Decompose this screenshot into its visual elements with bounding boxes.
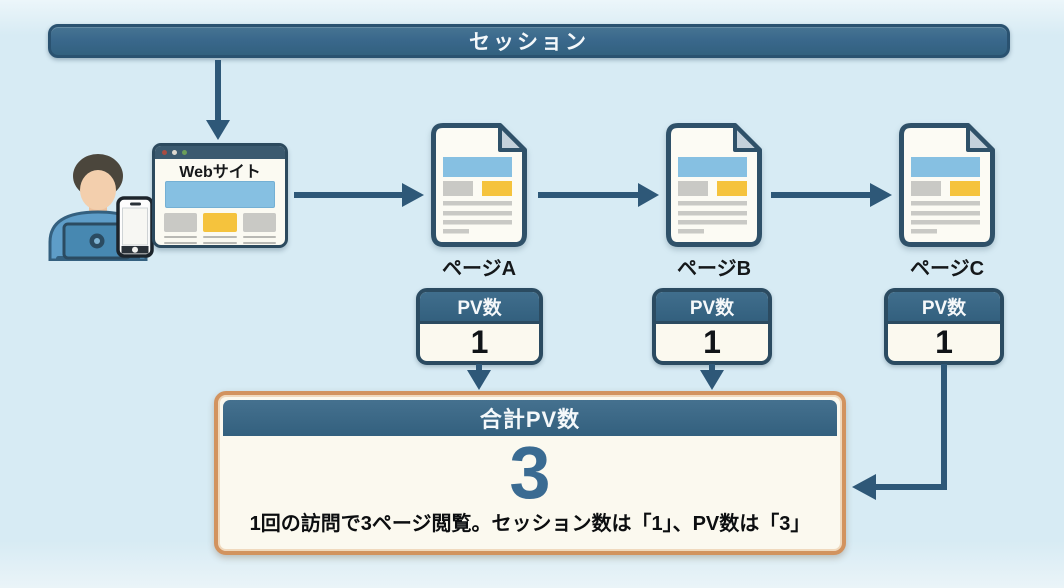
document-icon xyxy=(431,123,527,247)
text-line xyxy=(243,248,276,249)
website-column xyxy=(164,213,198,249)
website-content-columns xyxy=(164,213,276,249)
website-title: Webサイト xyxy=(179,163,261,181)
content-block-gray xyxy=(242,213,276,232)
document-icon-page-c xyxy=(898,123,996,247)
person-face xyxy=(80,170,116,210)
visitor-illustration xyxy=(42,146,162,262)
fold-corner xyxy=(966,123,995,152)
text-line xyxy=(203,241,237,244)
total-pv-caption: 1回の訪問で3ページ閲覧。セッション数は「1」、PV数は「3」 xyxy=(249,513,811,535)
page-a-label: ページA xyxy=(441,258,517,280)
pv-counter-page-b: PV数 1 xyxy=(652,288,772,365)
page-b-label: ページB xyxy=(676,258,752,280)
website-column xyxy=(242,213,276,249)
arrow-pv-a-to-total xyxy=(467,364,491,390)
pv-counter-page-a: PV数 1 xyxy=(416,288,543,365)
total-pv-header: 合計PV数 xyxy=(223,400,837,436)
website-column xyxy=(203,213,237,249)
browser-close-icon xyxy=(162,150,167,155)
pv-counter-header: PV数 xyxy=(888,292,1000,324)
fold-corner xyxy=(498,123,527,152)
browser-maximize-icon xyxy=(182,150,187,155)
website-hero-block xyxy=(165,181,275,208)
document-icon-page-b xyxy=(665,123,763,247)
pv-counter-value: 1 xyxy=(470,324,489,360)
arrow-session-to-website xyxy=(206,60,230,140)
browser-titlebar xyxy=(155,146,285,159)
content-block-yellow xyxy=(203,213,237,232)
text-line xyxy=(164,241,198,244)
content-block-gray xyxy=(164,213,198,232)
arrow-page-b-to-page-c xyxy=(771,183,892,207)
arrow-pv-b-to-total xyxy=(700,364,724,390)
arrow-page-a-to-page-b xyxy=(538,183,659,207)
total-pv-value: 3 xyxy=(509,431,551,514)
arrow-pv-c-to-total xyxy=(852,364,947,500)
text-line xyxy=(242,235,276,238)
text-line xyxy=(242,241,276,244)
pv-counter-value: 1 xyxy=(703,324,721,360)
text-line xyxy=(164,235,198,238)
pv-counter-header: PV数 xyxy=(420,292,539,324)
document-icon xyxy=(899,123,995,247)
fold-corner xyxy=(733,123,762,152)
pv-counter-value: 1 xyxy=(935,324,953,360)
page-c-label: ページC xyxy=(909,258,985,280)
total-pv-label: 合計PV数 xyxy=(479,407,581,432)
browser-minimize-icon xyxy=(172,150,177,155)
browser-window: Webサイト xyxy=(152,143,288,248)
document-icon xyxy=(666,123,762,247)
total-pv-box: 合計PV数 3 1回の訪問で3ページ閲覧。セッション数は「1」、PV数は「3」 xyxy=(214,391,846,555)
person-icon xyxy=(48,154,154,262)
session-banner-label: セッション xyxy=(469,31,589,54)
smartphone-icon xyxy=(116,196,154,258)
session-banner: セッション xyxy=(48,24,1010,58)
text-line xyxy=(203,248,236,249)
pv-counter-header: PV数 xyxy=(656,292,768,324)
document-icon-page-a xyxy=(430,123,528,247)
pv-counter-page-c: PV数 1 xyxy=(884,288,1004,365)
text-line xyxy=(164,248,197,249)
text-line xyxy=(203,235,237,238)
arrow-website-to-page-a xyxy=(294,183,424,207)
